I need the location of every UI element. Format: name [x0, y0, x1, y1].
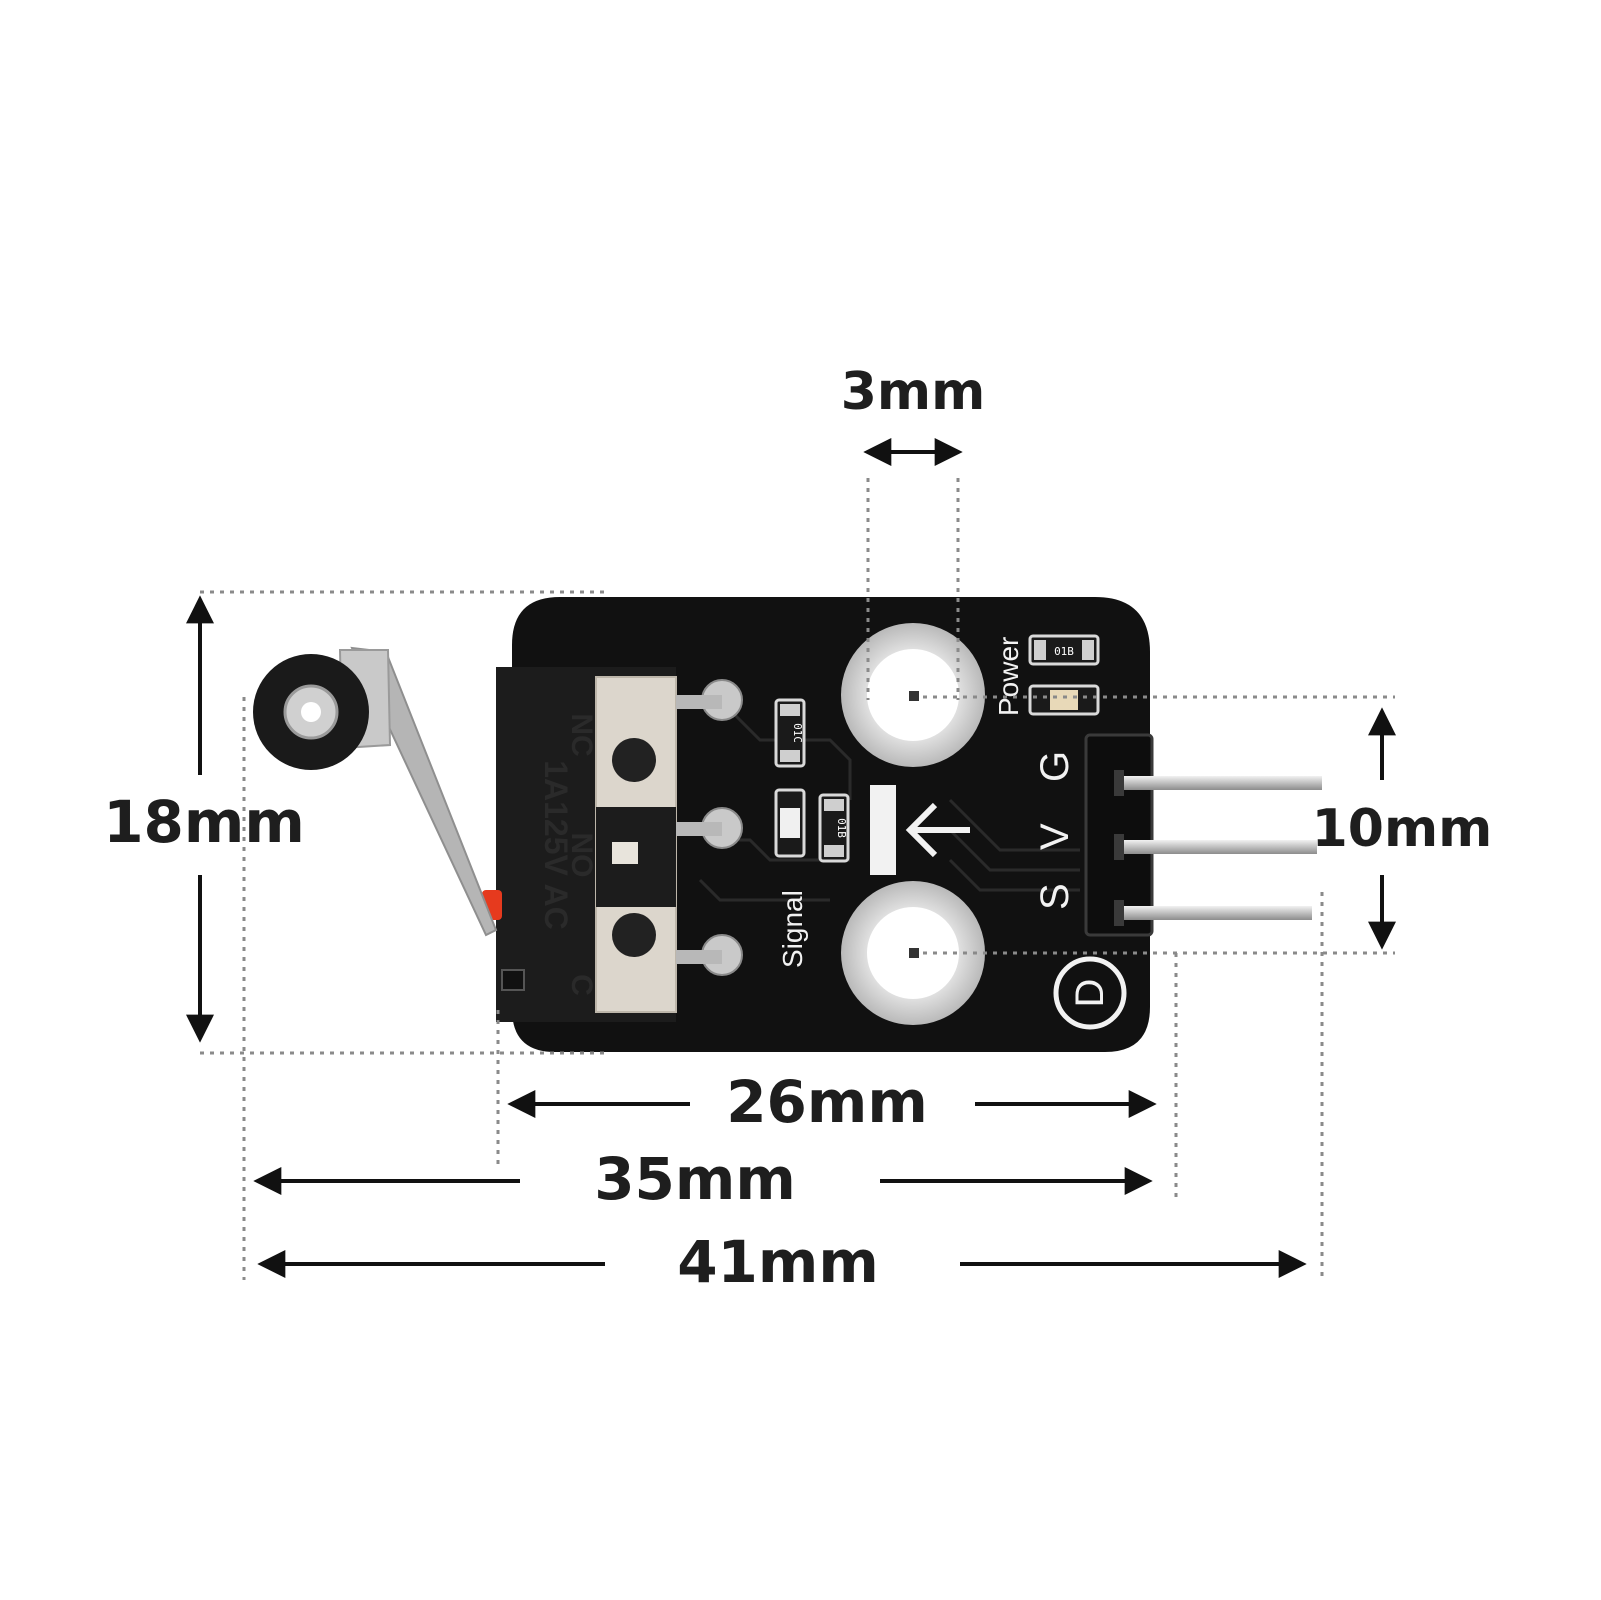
resistor-signal-2-code: 01B	[835, 818, 848, 838]
switch-terminals	[676, 679, 743, 976]
switch-terminal-c: C	[565, 974, 598, 996]
guide-lines	[200, 478, 1395, 1280]
label-hole-diameter: 3mm	[841, 362, 986, 422]
label-board-width: 26mm	[726, 1068, 928, 1136]
pin-label-v: V	[1033, 823, 1077, 850]
power-led	[1028, 684, 1100, 716]
label-pin-spacing: 10mm	[1312, 799, 1493, 859]
switch-rating: 1A125V AC	[538, 760, 574, 930]
switch-terminal-nc: NC	[565, 713, 598, 756]
pcb-traces	[698, 698, 1080, 902]
resistor-signal-code: 01C	[791, 723, 804, 743]
micro-switch: 1A125V AC NC NO C	[482, 667, 743, 1022]
hole-center-top	[909, 691, 919, 701]
signal-label: Signal	[777, 890, 808, 968]
power-label: Power	[993, 637, 1024, 716]
pin-label-g: G	[1033, 751, 1077, 782]
label-switch-width: 35mm	[594, 1145, 796, 1213]
dimension-arrows	[186, 438, 1396, 1278]
label-overall-width: 41mm	[677, 1228, 879, 1296]
logo-badge: D	[1053, 956, 1127, 1030]
hole-center-bottom	[909, 948, 919, 958]
resistor-power-code: 01B	[1054, 645, 1074, 658]
switch-roller	[253, 654, 369, 770]
resistor-signal-2: 01B	[818, 793, 850, 863]
resistor-signal: 01C	[774, 698, 806, 768]
signal-led	[774, 788, 806, 858]
label-board-height: 18mm	[103, 788, 305, 856]
pin-header	[1084, 733, 1322, 937]
pin-g	[1122, 776, 1322, 790]
pin-label-s: S	[1033, 883, 1077, 910]
resistor-power: 01B	[1028, 634, 1100, 666]
logo-letter: D	[1068, 979, 1112, 1008]
signal-indicator-graphic	[870, 785, 970, 875]
pin-v	[1122, 840, 1317, 854]
pin-s	[1122, 906, 1312, 920]
switch-terminal-no: NO	[565, 833, 598, 878]
